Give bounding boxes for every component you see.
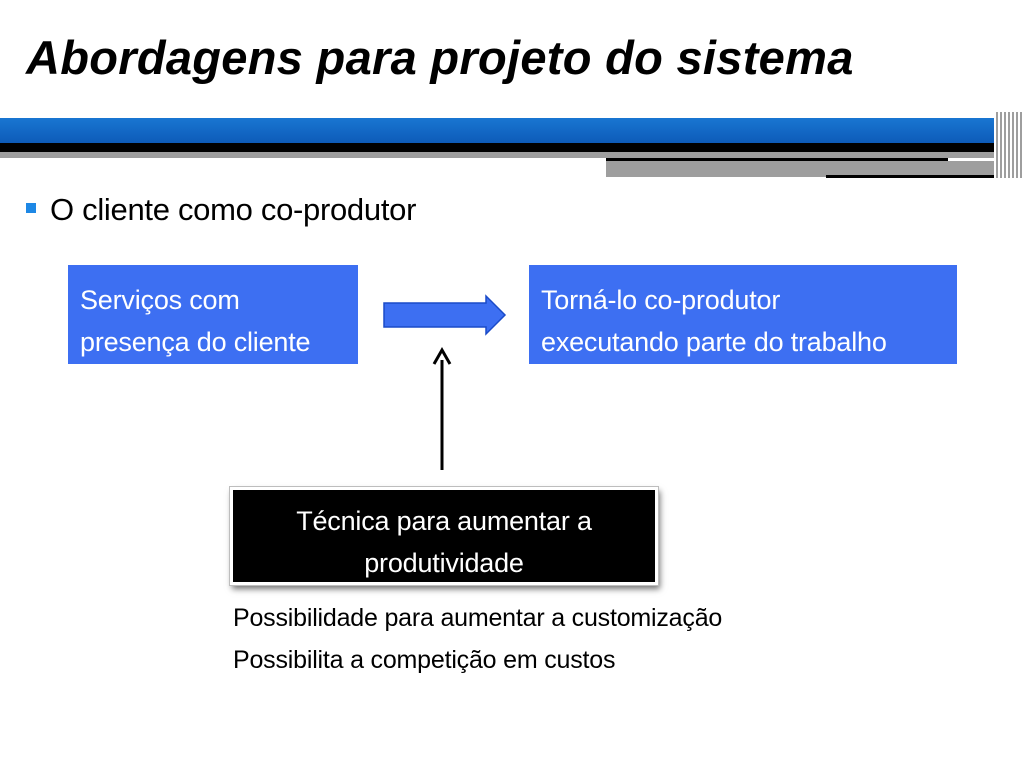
bullet-text: O cliente como co-produtor bbox=[50, 192, 417, 227]
header-line-right-2 bbox=[606, 161, 1024, 177]
square-bullet-icon bbox=[26, 203, 36, 213]
box-technique-line1: Técnica para aumentar a bbox=[296, 506, 592, 536]
right-block-arrow-icon bbox=[383, 294, 507, 336]
header-band-blue bbox=[0, 118, 1024, 143]
header-line-right-3 bbox=[826, 175, 1004, 178]
box-coproducer: Torná-lo co-produtor executando parte do… bbox=[529, 265, 957, 364]
box-coproducer-line1: Torná-lo co-produtor bbox=[541, 285, 781, 315]
note-cost-competition: Possibilita a competição em custos bbox=[233, 646, 616, 674]
box-productivity-technique: Técnica para aumentar a produtividade bbox=[230, 487, 658, 585]
header-stripes-right bbox=[994, 112, 1024, 178]
box-services-line1: Serviços com bbox=[80, 285, 240, 315]
bullet-item: O cliente como co-produtor bbox=[26, 192, 416, 228]
header-band-gray bbox=[0, 152, 1024, 158]
box-services-customer-presence: Serviços com presença do cliente bbox=[68, 265, 358, 364]
box-coproducer-line2: executando parte do trabalho bbox=[541, 327, 887, 357]
up-arrow-head-icon bbox=[432, 346, 452, 365]
box-technique-line2: produtividade bbox=[364, 548, 524, 578]
header-band-black bbox=[0, 143, 1024, 152]
box-services-line2: presença do cliente bbox=[80, 327, 311, 357]
slide-title: Abordagens para projeto do sistema bbox=[26, 31, 854, 84]
header-line-right-1 bbox=[606, 158, 948, 161]
note-customization: Possibilidade para aumentar a customizaç… bbox=[233, 604, 723, 632]
